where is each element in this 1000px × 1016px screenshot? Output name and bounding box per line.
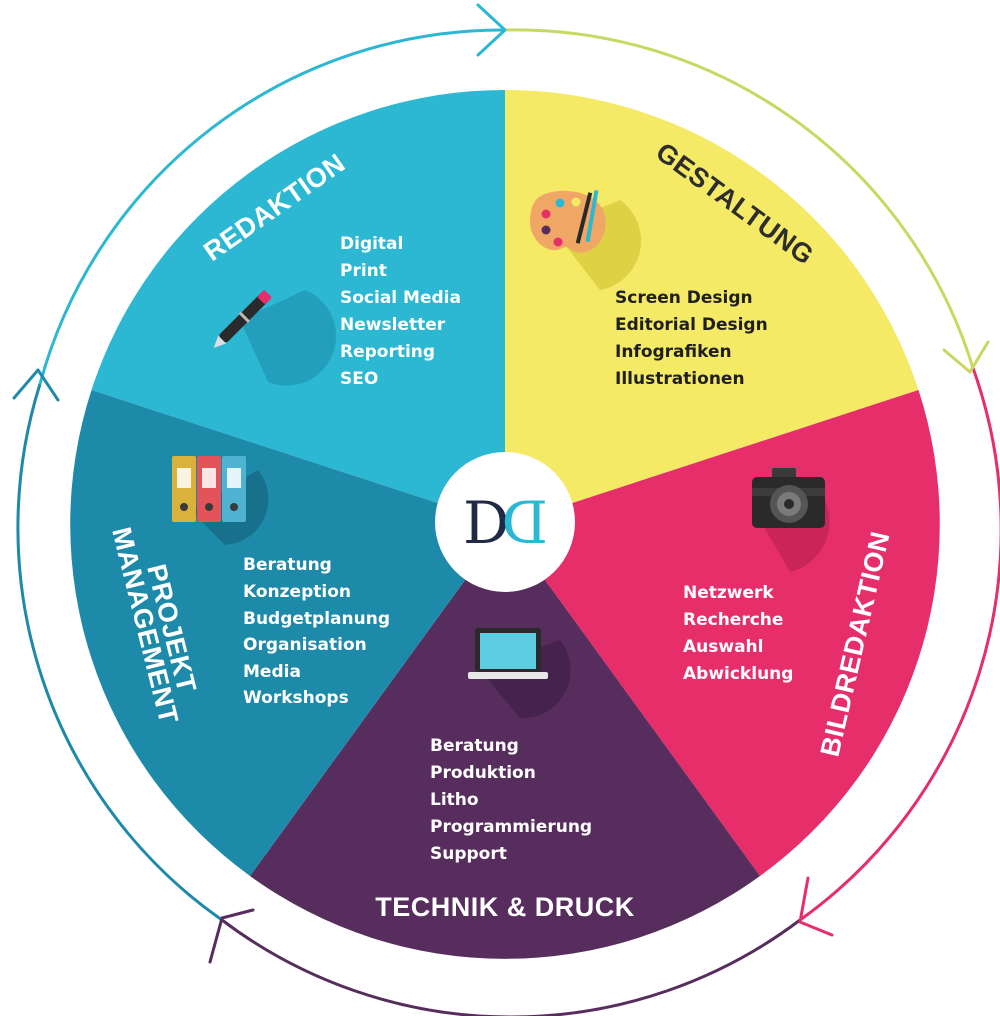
list-item: Litho [430, 790, 479, 810]
list-item: Social Media [340, 288, 461, 308]
list-item: Workshops [243, 688, 349, 708]
list-item: Beratung [243, 555, 332, 575]
list-item: Newsletter [340, 315, 446, 335]
items-technik: Beratung Produktion Litho Programmierung… [430, 736, 592, 864]
ring-arc-left [16, 383, 223, 922]
items-gestaltung: Screen Design Editorial Design Infografi… [615, 288, 768, 389]
ring-arc-right [504, 28, 975, 369]
segment-title-technik: TECHNIK & DRUCK [375, 892, 635, 922]
list-item: Netzwerk [683, 583, 774, 603]
list-item: Konzeption [243, 582, 351, 602]
ring-arc-bottom [221, 918, 801, 1016]
arrow-head-bottom-left-icon [208, 908, 255, 964]
items-redaktion: Digital Print Social Media Newsletter Re… [340, 234, 461, 389]
ring-arc-lower-right [799, 367, 1000, 922]
segment-technik [250, 525, 760, 959]
list-item: Programmierung [430, 817, 592, 837]
segment-bildredaktion [505, 390, 940, 876]
list-item: Print [340, 261, 387, 281]
cycle-arrows [12, 3, 990, 964]
list-item: Media [243, 662, 301, 682]
outer-cycle-ring [16, 28, 1000, 1016]
list-item: Screen Design [615, 288, 753, 308]
arrow-head-right-icon [942, 340, 990, 374]
logo-circle [435, 452, 575, 592]
palette-icon [530, 190, 642, 290]
list-item: Beratung [430, 736, 519, 756]
arrow-head-left-icon [12, 368, 60, 402]
list-item: Digital [340, 234, 403, 254]
laptop-icon [468, 628, 571, 719]
list-item: Reporting [340, 342, 435, 362]
logo-letter-right: D [501, 489, 548, 557]
segment-gestaltung [505, 89, 919, 526]
list-item: Infografiken [615, 342, 732, 362]
items-bildredaktion: Netzwerk Recherche Auswahl Abwicklung [683, 583, 793, 684]
items-projekt: Beratung Konzeption Budgetplanung Organi… [243, 555, 390, 708]
list-item: Produktion [430, 763, 536, 783]
logo-letter-left: D [463, 489, 510, 557]
center-logo: D D [435, 452, 575, 592]
list-item: Recherche [683, 610, 783, 630]
arrow-head-lower-right-icon [798, 876, 834, 937]
binders-icon [172, 456, 269, 545]
arrow-head-top-icon [476, 3, 507, 57]
list-item: Abwicklung [683, 664, 793, 684]
pen-icon [213, 290, 337, 386]
list-item: Organisation [243, 635, 367, 655]
list-item: Support [430, 844, 507, 864]
list-item: Budgetplanung [243, 609, 390, 629]
camera-icon [752, 468, 830, 572]
list-item: Auswahl [683, 637, 763, 657]
list-item: Illustrationen [615, 369, 745, 389]
list-item: SEO [340, 369, 378, 389]
ring-arc-top [38, 28, 506, 385]
list-item: Editorial Design [615, 315, 768, 335]
